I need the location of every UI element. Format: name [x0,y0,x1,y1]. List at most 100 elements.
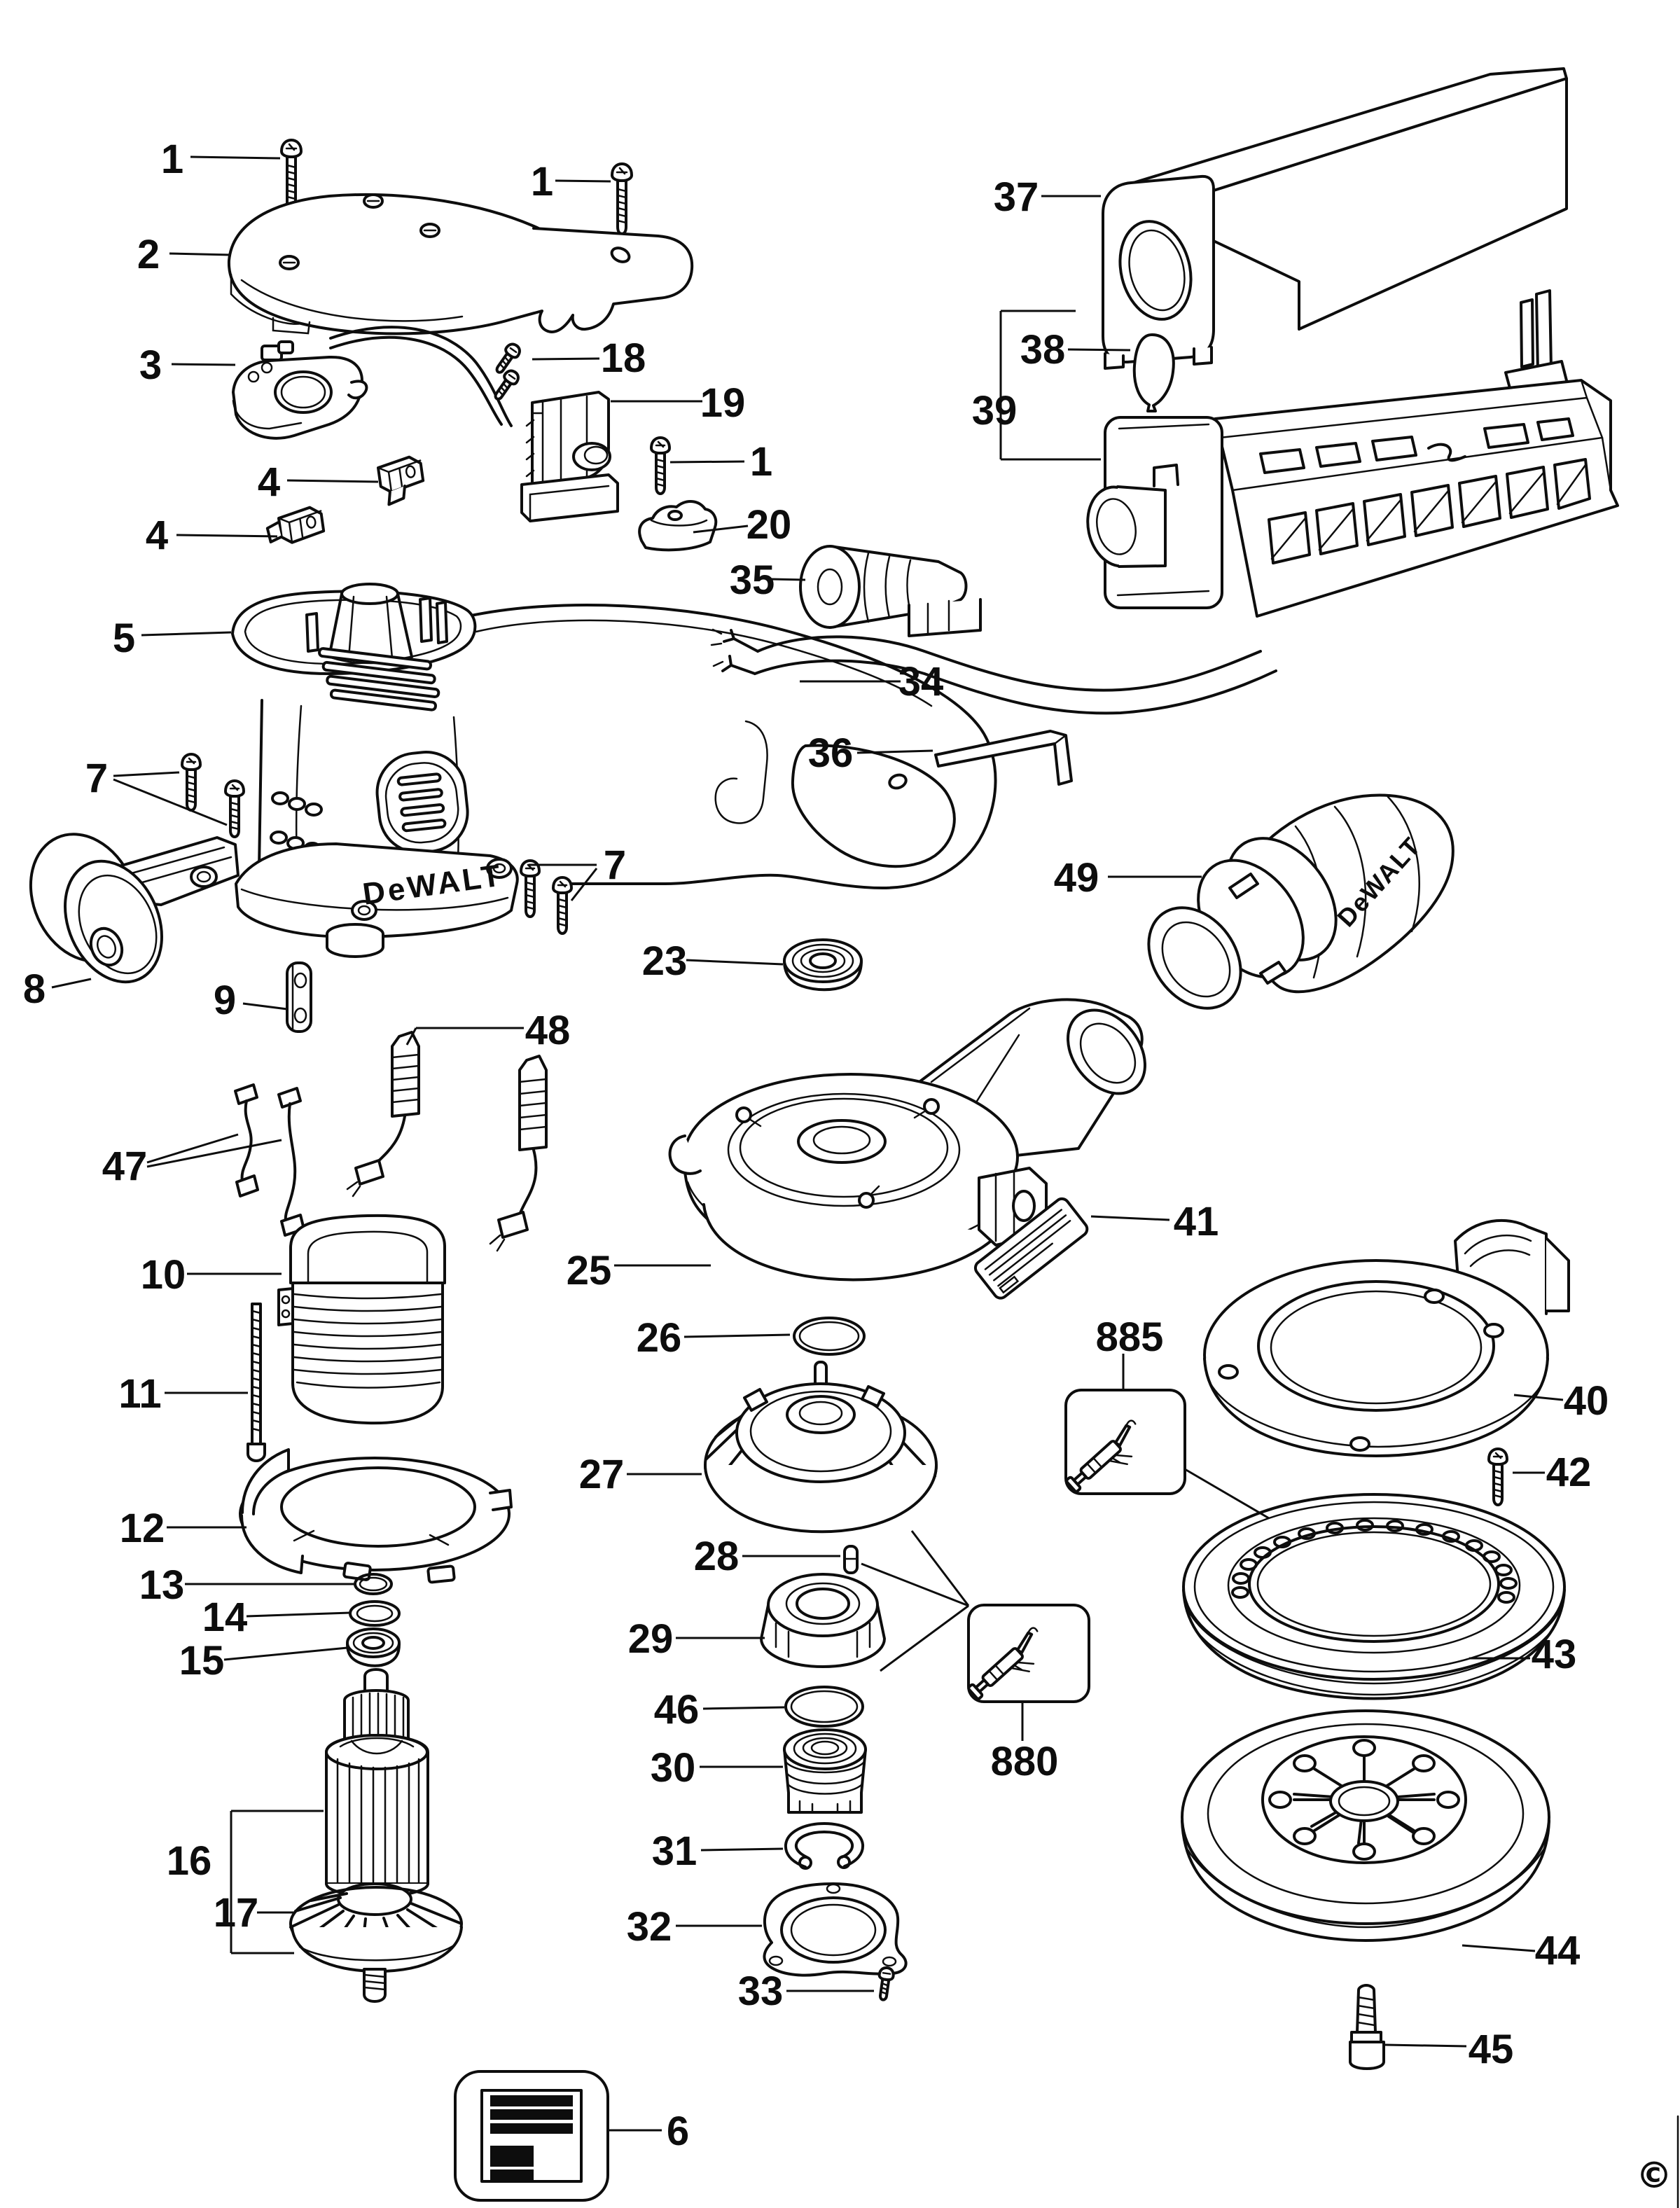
part-2-top-cover [227,193,694,335]
part-39-dust-frame [1086,289,1619,618]
part-8-knob [29,833,239,984]
callout-47: 47 [102,1133,282,1189]
callout-23: 23 [642,938,784,984]
part-36-hex-key [934,730,1073,786]
part-number-30: 30 [651,1745,696,1791]
leader-line-880 [861,1562,969,1607]
part-number-885: 885 [1096,1314,1164,1360]
part-number-14: 14 [202,1595,248,1640]
callout-4: 4 [258,459,379,505]
part-6-nameplate [454,2070,609,2202]
leader-line-1 [669,460,745,464]
part-number-10: 10 [141,1252,186,1298]
leader-line-45 [1384,2043,1467,2048]
part-9-link-plate [286,961,312,1033]
part-14-washer [349,1600,401,1627]
callout-1: 1 [531,159,611,204]
leader-line-26 [683,1333,791,1338]
part-number-6: 6 [667,2109,689,2154]
part-number-4: 4 [146,513,168,558]
callout-6: 6 [609,2109,689,2154]
part-31-retaining-ring [784,1822,865,1870]
callout-9: 9 [214,978,288,1023]
part-43-brake-ring [1182,1493,1566,1700]
leader-line-14 [246,1611,351,1618]
part-number-1: 1 [161,137,183,182]
part-number-33: 33 [738,1969,784,2014]
callout-885: 885 [1096,1314,1270,1520]
part-19-cord-clamp [520,391,619,522]
leader-line-38 [1067,348,1131,352]
leader-line-31 [700,1847,784,1852]
callout-44: 44 [1462,1928,1580,1973]
part-number-35: 35 [730,557,775,603]
callout-43: 43 [1469,1632,1576,1677]
leader-line-880 [880,1604,969,1672]
callout-36: 36 [808,730,933,776]
callout-4: 4 [146,513,278,558]
leader-line-2 [169,252,232,256]
part-number-28: 28 [694,1534,740,1579]
part-3-switch [232,326,513,440]
callout-17: 17 [214,1890,296,1936]
leader-line-5 [141,631,232,637]
callout-27: 27 [579,1452,702,1497]
copyright-mark: © [1636,2155,1672,2197]
callout-16: 16 [167,1810,324,1954]
leader-line-885 [1184,1468,1270,1520]
part-number-48: 48 [525,1008,571,1053]
leader-line-7 [570,868,598,901]
part-number-5: 5 [113,616,135,661]
part-18-screws [490,340,524,404]
part-number-47: 47 [102,1144,148,1189]
part-number-27: 27 [579,1452,625,1497]
part-12-baffle [239,1448,513,1584]
callout-29: 29 [628,1616,765,1662]
part-number-15: 15 [179,1638,225,1683]
part-number-13: 13 [139,1562,185,1608]
part-35-cord-protector [799,545,982,637]
leader-line-23 [686,959,784,966]
leader-line-8 [51,978,92,989]
callout-8: 8 [23,966,92,1012]
part-number-18: 18 [601,335,646,381]
part-27-fan [704,1361,938,1534]
part-45-pad-screw [1349,1984,1385,2070]
part-number-3: 3 [139,342,162,388]
part-20-saddle-clamp [638,500,718,552]
callout-40: 40 [1513,1378,1609,1424]
leader-line-36 [856,749,933,754]
part-number-40: 40 [1564,1378,1609,1424]
part-44-sanding-pad [1181,1709,1550,1942]
callout-13: 13 [139,1562,354,1608]
callout-3: 3 [139,342,236,388]
leader-line-3 [171,363,236,366]
part-number-11: 11 [118,1371,161,1417]
part-number-39: 39 [972,388,1018,433]
part-49-dust-adapter: DeWALT [1147,793,1455,1010]
part-26-o-ring [793,1317,866,1356]
part-37-dust-box [1102,67,1568,370]
part-number-25: 25 [567,1248,612,1293]
part-number-23: 23 [642,938,688,984]
callout-39: 39 [972,310,1101,461]
part-number-20: 20 [747,502,792,548]
callout-20: 20 [693,502,791,548]
leader-line-35 [771,578,806,581]
leader-line-15 [223,1646,348,1661]
part-number-7: 7 [85,756,108,801]
callout-19: 19 [611,380,745,426]
part-29-lock-nut [760,1573,886,1668]
part-number-45: 45 [1469,2027,1514,2072]
leader-line-41 [1090,1215,1170,1221]
part-880-grease-kit [965,1604,1090,1711]
callout-2: 2 [137,232,232,277]
part-number-1: 1 [531,159,553,204]
callout-46: 46 [654,1687,785,1733]
callout-35: 35 [730,557,806,603]
part-number-7: 7 [604,842,626,888]
part-40-shroud [1203,1218,1570,1457]
part-885-grease-kit [1063,1389,1186,1504]
part-10-field-stator [277,1214,446,1425]
